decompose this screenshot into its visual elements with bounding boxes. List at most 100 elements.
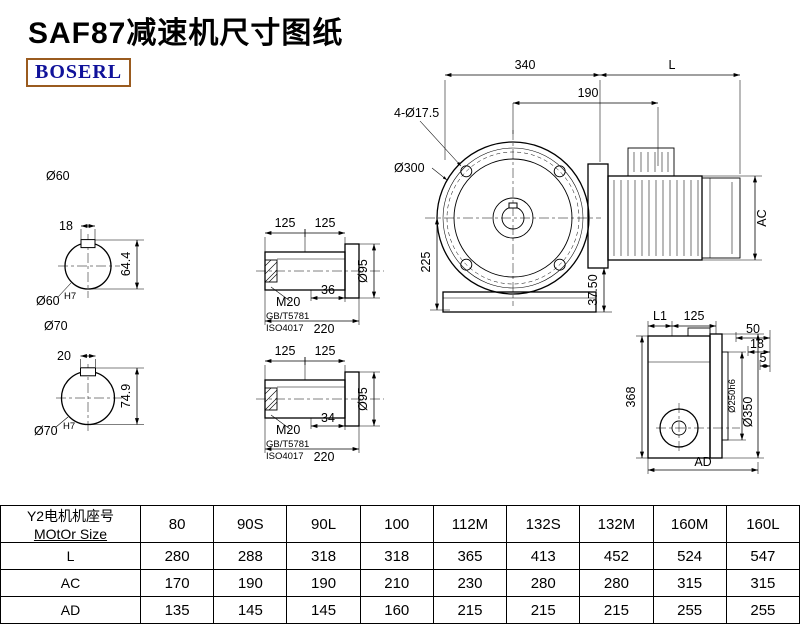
dim-key-length: 36 [321, 283, 335, 297]
dim-total-height: 74.9 [119, 384, 133, 408]
motor-adapter [587, 163, 609, 269]
table-cell: 255 [725, 596, 800, 624]
side-view: L1 125 50 18 5 368 Ø250h6 [624, 309, 771, 474]
flange-spigot [721, 351, 729, 441]
table-row-AD: AD 135 145 145 160 215 215 215 255 255 [0, 596, 800, 624]
motor-body [607, 175, 703, 261]
thread-label: M20 [276, 423, 300, 437]
table-cell: 145 [213, 596, 288, 624]
table-row-L: L 280 288 318 318 365 413 452 524 547 [0, 542, 800, 570]
dim-fit-tolerance: H7 [64, 291, 76, 302]
thread-label: M20 [276, 295, 300, 309]
table-cell: 288 [213, 542, 288, 570]
table-cell: 452 [579, 542, 654, 570]
dim-50: 50 [746, 322, 760, 336]
dim-190: 190 [578, 86, 599, 100]
dim-spigot-dia: Ø250h6 [727, 379, 738, 413]
dim-motor-dia-AC: AC [755, 209, 769, 226]
header-line1: Y2电机机座号 [26, 508, 115, 524]
table-cell: 210 [359, 569, 434, 597]
dim-fit-tolerance: H7 [63, 421, 75, 432]
table-cell: 280 [139, 542, 215, 570]
table-cell: 547 [725, 542, 800, 570]
frame-size-cell: 90L [286, 505, 361, 543]
table-header-row: Y2电机机座号 MOtOr Size 80 90S 90L 100 112M 1… [0, 505, 800, 543]
front-view: 340 L 190 4-Ø17.5 Ø300 225 [394, 58, 769, 313]
housing-circle [453, 158, 573, 278]
standard-iso: ISO4017 [266, 323, 304, 334]
dim-width-340: 340 [515, 58, 536, 72]
table-cell: 230 [432, 569, 508, 597]
table-cell: 190 [213, 569, 288, 597]
dim-18-side: 18 [750, 337, 764, 351]
housing-side [647, 335, 711, 459]
dim-bore-label: Ø60 [46, 169, 70, 183]
table-header-motor-size: Y2电机机座号 MOtOr Size [0, 505, 141, 543]
frame-size-cell: 90S [213, 505, 288, 543]
dim-total-height: 64.4 [119, 252, 133, 276]
brand-logo: BOSERL [26, 58, 132, 87]
header-line2: MOtOr Size [33, 526, 108, 542]
frame-size-cell: 160M [652, 505, 727, 543]
dim-125-side: 125 [684, 309, 705, 323]
dim-AD: AD [694, 455, 711, 469]
dim-37-50: 37.50 [586, 274, 600, 305]
table-cell: 135 [139, 596, 215, 624]
table-cell: 145 [286, 596, 361, 624]
table-cell: 365 [432, 542, 508, 570]
dim-flange-dia-side: Ø350 [741, 397, 755, 428]
row-label: AD [0, 596, 141, 624]
table-cell: 280 [506, 569, 581, 597]
table-cell: 280 [579, 569, 654, 597]
standard-gb: GB/T5781 [266, 439, 309, 450]
end-view-top: 18 Ø60 64.4 Ø60 H7 [36, 169, 144, 308]
table-cell: 170 [139, 569, 215, 597]
shaft-view-bottom: 125 125 M20 GB/T5781 ISO4017 34 220 Ø95 [256, 344, 384, 464]
frame-size-cell: 132S [506, 505, 581, 543]
table-cell: 215 [432, 596, 508, 624]
table-cell: 160 [359, 596, 434, 624]
dim-L1: L1 [653, 309, 667, 323]
table-cell: 524 [652, 542, 727, 570]
table-cell: 190 [286, 569, 361, 597]
bolt-circle [446, 151, 580, 285]
frame-size-cell: 132M [579, 505, 654, 543]
dim-hub-dia: Ø95 [356, 387, 370, 411]
table-row-AC: AC 170 190 190 210 230 280 280 315 315 [0, 569, 800, 597]
dimension-table: Y2电机机座号 MOtOr Size 80 90S 90L 100 112M 1… [0, 505, 800, 624]
dim-length: 220 [314, 322, 335, 336]
bolt-hole [460, 165, 473, 178]
row-label: L [0, 542, 141, 570]
output-bore [659, 408, 699, 448]
standard-iso: ISO4017 [266, 451, 304, 462]
terminal-box [627, 147, 675, 177]
table-cell: 215 [579, 596, 654, 624]
dim-fit-label: Ø60 [36, 294, 60, 308]
table-cell: 315 [652, 569, 727, 597]
housing-step [687, 327, 711, 337]
frame-size-cell: 100 [359, 505, 434, 543]
bolt-hole [553, 165, 566, 178]
shaft-view-top: 125 125 M20 GB/T5781 ISO4017 36 220 Ø95 [256, 216, 384, 336]
fan-cover [701, 177, 741, 259]
dim-125-a: 125 [275, 344, 296, 358]
keyway-notch [80, 239, 96, 249]
keyway-notch [80, 367, 96, 377]
table-cell: 215 [506, 596, 581, 624]
bolt-holes-label: 4-Ø17.5 [394, 106, 439, 120]
dim-bore-label: Ø70 [44, 319, 68, 333]
table-cell: 315 [725, 569, 800, 597]
dim-flange-dia: Ø300 [394, 161, 425, 175]
bolt-hole [460, 258, 473, 271]
end-view-bottom: 20 Ø70 74.9 Ø70 H7 [34, 319, 144, 438]
dim-keyway-width: 20 [57, 349, 71, 363]
dim-key-length: 34 [321, 411, 335, 425]
bolt-hole [553, 258, 566, 271]
dim-125-a: 125 [275, 216, 296, 230]
page-title: SAF87减速机尺寸图纸 [28, 17, 344, 50]
base-plate [442, 291, 597, 313]
dim-225: 225 [419, 252, 433, 273]
row-label: AC [0, 569, 141, 597]
dim-368: 368 [624, 387, 638, 408]
dim-5: 5 [760, 351, 767, 365]
